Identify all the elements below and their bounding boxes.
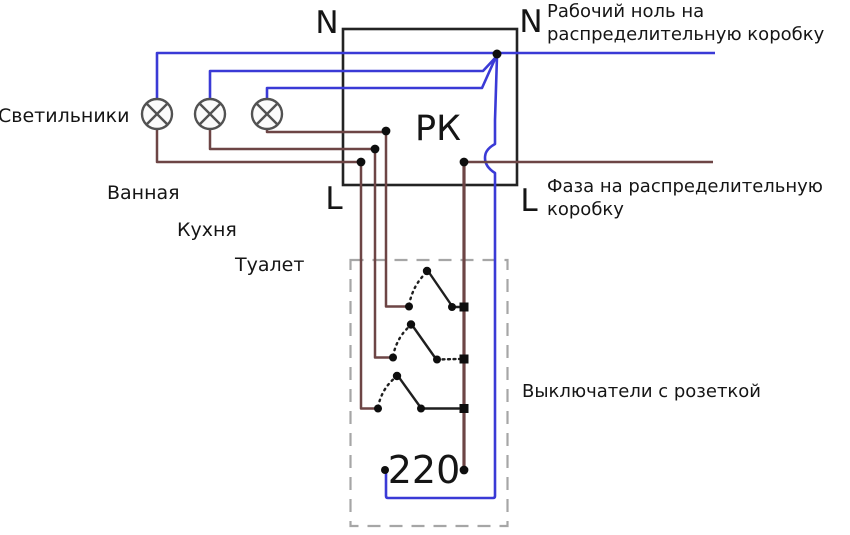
- switch-bathroom-lever: [396, 374, 423, 410]
- phase-note-line1: Фаза на распределительную: [547, 176, 823, 197]
- neutral-note-line2: распределительную коробку: [547, 24, 825, 45]
- bus-tap-bathroom: [459, 404, 469, 413]
- switch-kitchen-travel-arc: [391, 324, 412, 358]
- switch-kitchen-link: [435, 357, 461, 361]
- neutral-note-line1: Рабочий ноль на: [547, 1, 704, 22]
- switch-bathroom-contact-dot: [417, 404, 425, 413]
- switch-kitchen-pivot-dot: [406, 320, 416, 329]
- distribution-box-outline: [341, 27, 519, 187]
- lamp-icon-bathroom: [140, 97, 174, 131]
- room-label-kitchen: Кухня: [177, 219, 237, 241]
- switch-toilet-hinge-dot: [405, 302, 413, 311]
- box-terminal-kitchen: [370, 144, 380, 154]
- switch-bathroom-travel-arc: [376, 375, 398, 409]
- box-terminal-bathroom: [356, 157, 366, 167]
- switch-kitchen-lever: [410, 323, 438, 361]
- n-label-right: N: [519, 4, 542, 40]
- switch-toilet: [407, 269, 462, 309]
- switch-toilet-travel-arc: [407, 271, 428, 307]
- switch-toilet-lever: [426, 269, 454, 308]
- bus-tap-kitchen: [459, 354, 469, 364]
- box-terminal-toilet: [381, 126, 391, 136]
- lamp-icon-toilet: [250, 97, 284, 131]
- phase-note-line2: коробку: [547, 199, 624, 220]
- room-label-bathroom: Ванная: [107, 182, 180, 204]
- socket-neutral-terminal: [381, 466, 389, 474]
- switch-bathroom: [376, 374, 461, 410]
- box-terminal-phase: [459, 157, 469, 167]
- room-label-toilet: Туалет: [234, 254, 304, 276]
- switch-group-label: Выключатели с розеткой: [522, 381, 761, 402]
- switch-bathroom-pivot-dot: [392, 371, 402, 381]
- lamp-icon-kitchen: [193, 97, 227, 131]
- neutral-wire-to-socket: [384, 55, 499, 500]
- l-label-right: L: [520, 183, 538, 219]
- socket-phase-terminal: [459, 465, 469, 475]
- neutral-junction-dot: [492, 49, 502, 59]
- lamps-label: Светильники: [0, 105, 130, 127]
- distribution-box-label: РК: [415, 109, 461, 149]
- switch-toilet-pivot-dot: [422, 266, 432, 276]
- bus-tap-toilet: [459, 302, 469, 312]
- switch-toilet-contact-dot: [448, 303, 456, 311]
- neutral-wires: [155, 51, 715, 500]
- l-label-left: L: [325, 181, 343, 217]
- switch-mechanisms: [376, 269, 462, 410]
- neutral-wire-toilet-lamp: [265, 58, 497, 100]
- lamp-symbols: [140, 97, 284, 131]
- switch-kitchen: [391, 323, 461, 361]
- switch-bathroom-hinge-dot: [374, 404, 382, 413]
- junction-dots: [356, 49, 502, 475]
- neutral-wire-kitchen-lamp: [208, 56, 497, 100]
- phase-wire-toilet: [265, 129, 408, 308]
- neutral-wire-bathroom-lamp: [155, 51, 715, 100]
- n-label-left: N: [315, 5, 338, 41]
- voltage-label: 220: [388, 448, 461, 492]
- switch-kitchen-hinge-dot: [389, 353, 397, 362]
- switch-unit-dashed-outline: [349, 258, 509, 528]
- switch-kitchen-contact-dot: [433, 355, 441, 364]
